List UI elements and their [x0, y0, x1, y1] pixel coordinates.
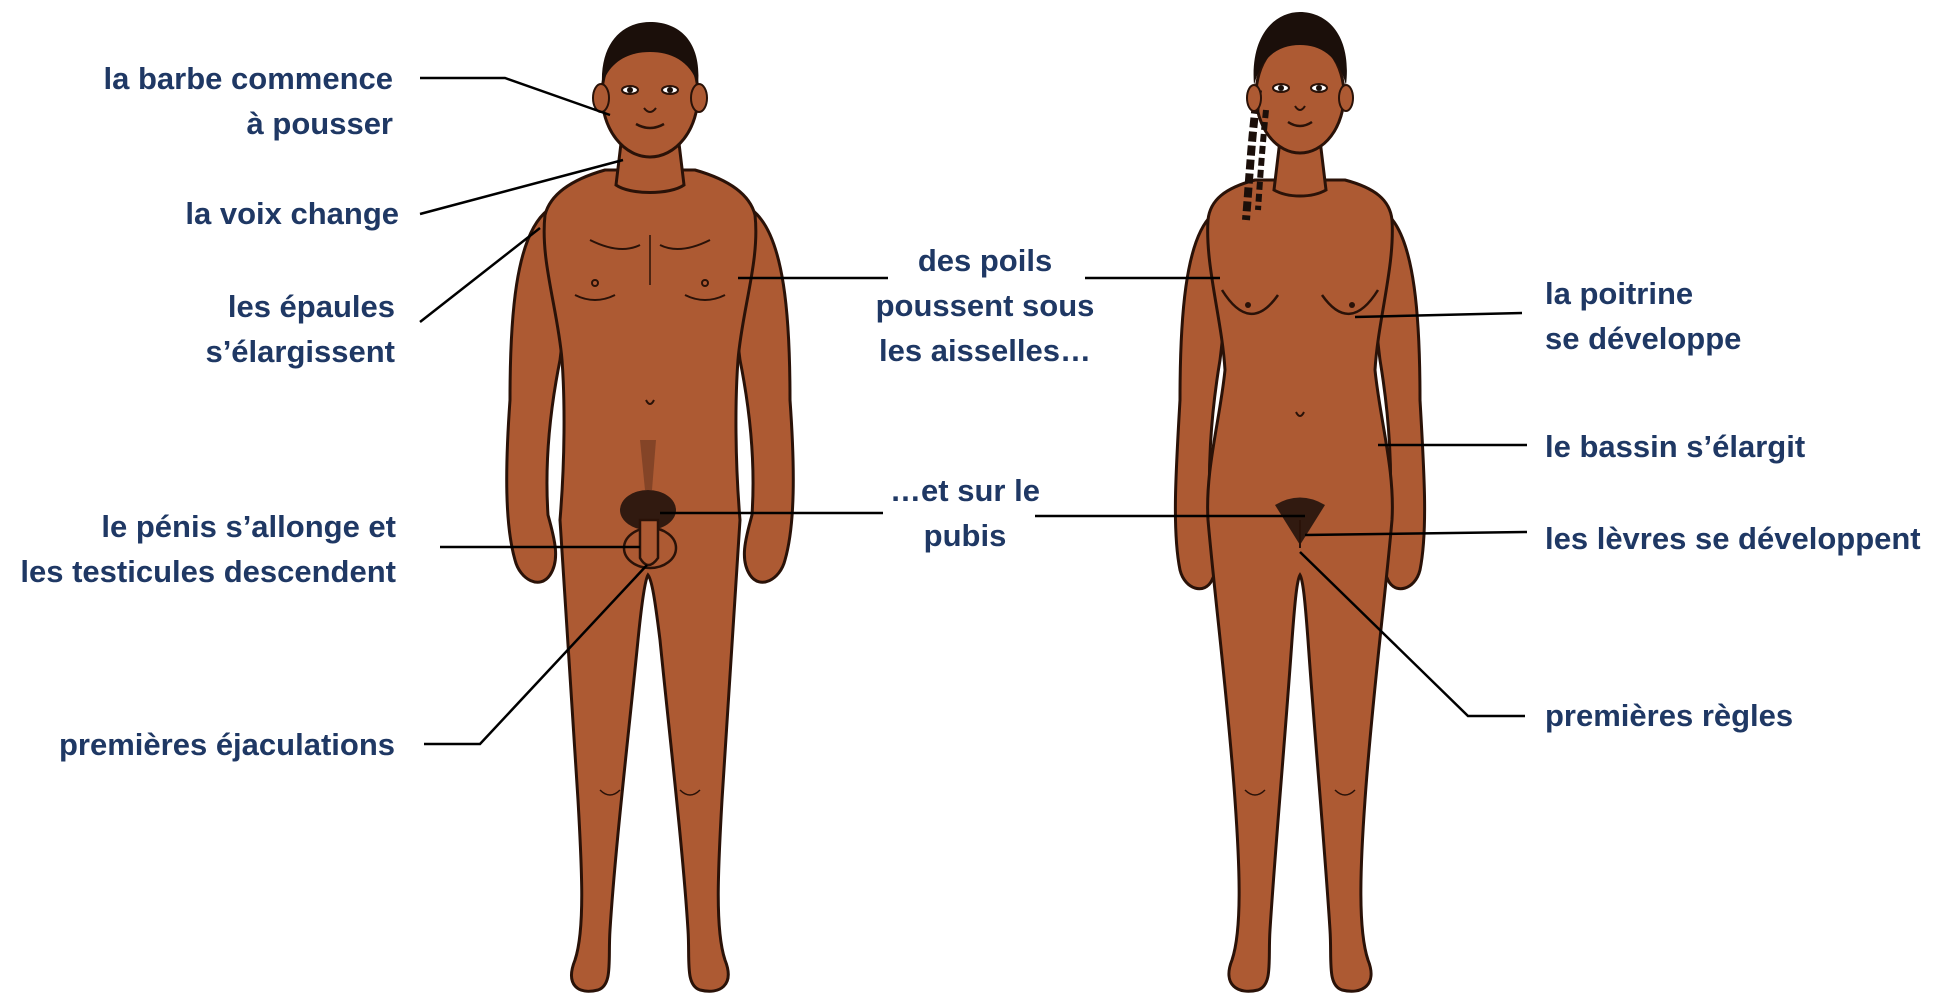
label-ejaculation: premières éjaculations — [59, 722, 395, 767]
label-pubic-hair: …et sur le pubis — [870, 468, 1060, 558]
label-armpit-hair: des poils poussent sous les aisselles… — [870, 238, 1100, 373]
label-breasts: la poitrine se développe — [1545, 271, 1741, 361]
line-beard — [420, 78, 610, 115]
boy-penis — [640, 520, 658, 565]
label-labia: les lèvres se développent — [1545, 516, 1921, 561]
boy-left-ear — [593, 84, 609, 112]
girl-figure — [1175, 12, 1424, 991]
girl-body — [1208, 180, 1393, 991]
label-voice: la voix change — [185, 191, 399, 236]
label-periods: premières règles — [1545, 693, 1793, 738]
boy-body — [544, 170, 756, 991]
boy-right-ear — [691, 84, 707, 112]
label-hips: le bassin s’élargit — [1545, 424, 1805, 469]
label-beard: la barbe commence à pousser — [104, 56, 393, 146]
label-penis: le pénis s’allonge et les testicules des… — [20, 504, 396, 594]
boy-figure — [507, 22, 794, 991]
label-shoulders: les épaules s’élargissent — [205, 284, 395, 374]
